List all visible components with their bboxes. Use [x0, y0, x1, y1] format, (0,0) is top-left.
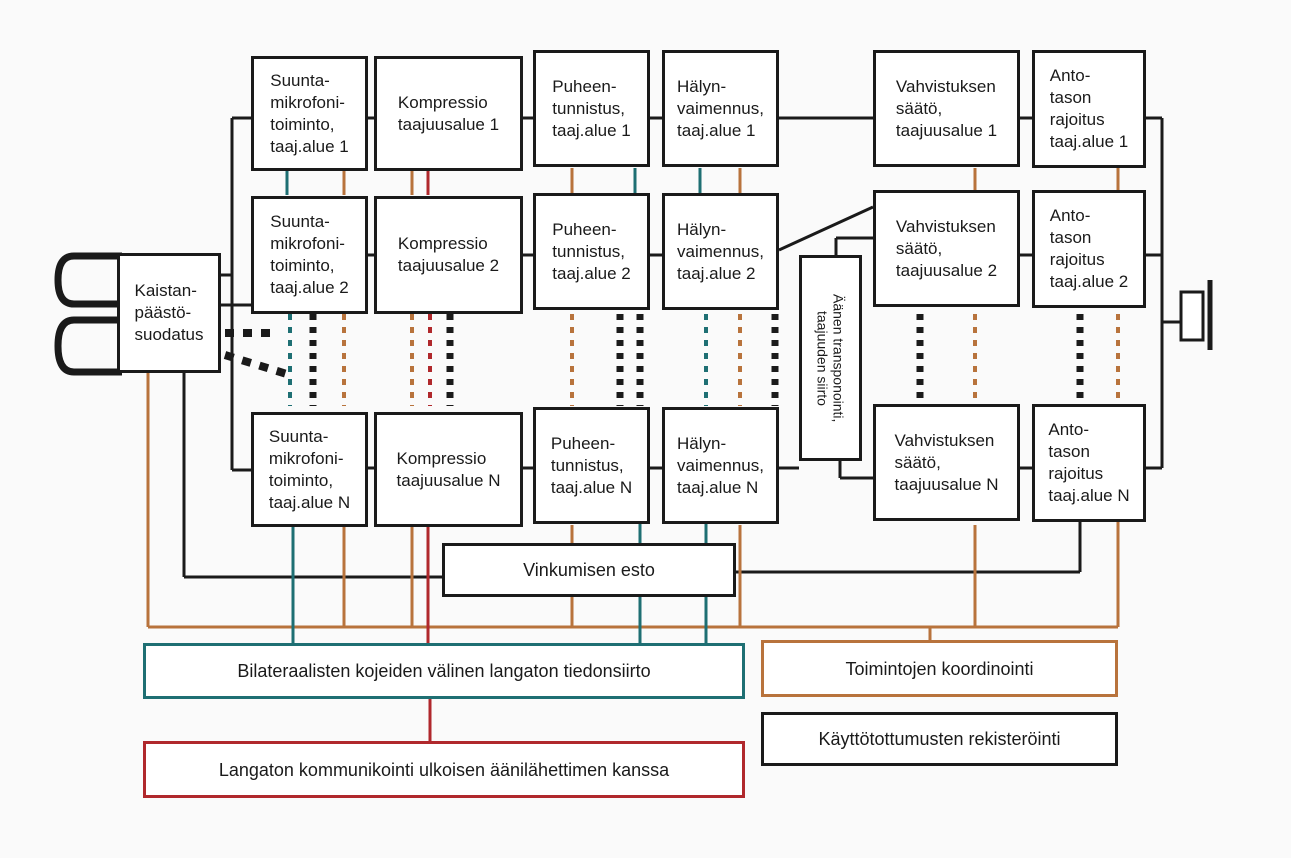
coordination-block: Toimintojen koordinointi: [761, 640, 1118, 697]
gain-control-band-n: Vahvistuksen säätö, taajuusalue N: [873, 404, 1020, 521]
datalogging-label: Käyttötottumusten rekisteröinti: [818, 729, 1061, 749]
compression-band-2-label: Kompressio taajuusalue 2: [397, 234, 500, 275]
output-limiter-band-1-label: Anto- tason rajoitus taaj.alue 1: [1049, 66, 1129, 151]
output-limiter-band-n: Anto- tason rajoitus taaj.alue N: [1032, 404, 1146, 522]
compression-band-n-label: Kompressio taajuusalue N: [396, 448, 501, 490]
processing-chain-link: [778, 205, 874, 252]
compression-band-2: Kompressio taajuusalue 2: [374, 196, 523, 314]
noise-reduction-band-2-label: Hälyn- vaimennus, taaj.alue 2: [677, 219, 764, 283]
output-limiter-band-1: Anto- tason rajoitus taaj.alue 1: [1032, 50, 1146, 168]
speech-detection-band-n-label: Puheen- tunnistus, taaj.alue N: [550, 433, 633, 497]
compression-band-1-label: Kompressio taajuusalue 1: [397, 92, 500, 134]
gain-control-band-2: Vahvistuksen säätö, taajuusalue 2: [873, 190, 1020, 307]
speech-detection-band-1: Puheen- tunnistus, taaj.alue 1: [533, 50, 650, 167]
feedback-cancellation-label: Vinkumisen esto: [523, 560, 655, 580]
directional-mic-band-2: Suunta- mikrofoni- toiminto, taaj.alue 2: [251, 196, 368, 314]
receiver-icon: [1179, 280, 1213, 350]
output-limiter-band-2-label: Anto- tason rajoitus taaj.alue 2: [1049, 206, 1129, 291]
directional-mic-band-n-label: Suunta- mikrofoni- toiminto, taaj.alue N: [268, 426, 351, 512]
speech-detection-band-2: Puheen- tunnistus, taaj.alue 2: [533, 193, 650, 310]
gain-control-band-n-label: Vahvistuksen säätö, taajuusalue N: [894, 430, 999, 494]
speech-detection-band-2-label: Puheen- tunnistus, taaj.alue 2: [552, 219, 631, 283]
speech-detection-band-n: Puheen- tunnistus, taaj.alue N: [533, 407, 650, 524]
gain-control-band-1-label: Vahvistuksen säätö, taajuusalue 1: [895, 76, 998, 140]
transposition-label: Äänen transponointi, taajuuden siirto: [814, 293, 847, 423]
gain-control-band-2-label: Vahvistuksen säätö, taajuusalue 2: [895, 216, 998, 280]
compression-band-1: Kompressio taajuusalue 1: [374, 56, 523, 171]
datalogging-block: Käyttötottumusten rekisteröinti: [761, 712, 1118, 766]
directional-mic-band-1: Suunta- mikrofoni- toiminto, taaj.alue 1: [251, 56, 368, 171]
transposition-block: Äänen transponointi, taajuuden siirto: [799, 255, 862, 461]
noise-reduction-band-n-label: Hälyn- vaimennus, taaj.alue N: [677, 433, 764, 497]
bilateral-wireless-label: Bilateraalisten kojeiden välinen langato…: [237, 661, 651, 681]
dotted-band-link: [223, 351, 292, 379]
feedback-cancellation-block: Vinkumisen esto: [442, 543, 736, 597]
coordination-label: Toimintojen koordinointi: [845, 658, 1034, 679]
output-limiter-band-2: Anto- tason rajoitus taaj.alue 2: [1032, 190, 1146, 308]
directional-mic-band-2-label: Suunta- mikrofoni- toiminto, taaj.alue 2: [270, 212, 349, 297]
speech-detection-band-1-label: Puheen- tunnistus, taaj.alue 1: [552, 76, 631, 140]
noise-reduction-band-n: Hälyn- vaimennus, taaj.alue N: [662, 407, 779, 524]
bilateral-wireless-block: Bilateraalisten kojeiden välinen langato…: [143, 643, 745, 699]
directional-mic-band-1-label: Suunta- mikrofoni- toiminto, taaj.alue 1: [270, 70, 349, 156]
directional-mic-band-n: Suunta- mikrofoni- toiminto, taaj.alue N: [251, 412, 368, 527]
external-wireless-block: Langaton kommunikointi ulkoisen äänilähe…: [143, 741, 745, 798]
noise-reduction-band-2: Hälyn- vaimennus, taaj.alue 2: [662, 193, 779, 310]
external-wireless-label: Langaton kommunikointi ulkoisen äänilähe…: [218, 759, 670, 780]
noise-reduction-band-1-label: Hälyn- vaimennus, taaj.alue 1: [677, 76, 764, 140]
bandpass-filter-block: Kaistan- päästö- suodatus: [117, 253, 221, 373]
noise-reduction-band-1: Hälyn- vaimennus, taaj.alue 1: [662, 50, 779, 167]
output-limiter-band-n-label: Anto- tason rajoitus taaj.alue N: [1048, 420, 1130, 505]
microphone-icon: [54, 252, 122, 376]
gain-control-band-1: Vahvistuksen säätö, taajuusalue 1: [873, 50, 1020, 167]
bandpass-filter-label: Kaistan- päästö- suodatus: [134, 281, 204, 344]
compression-band-n: Kompressio taajuusalue N: [374, 412, 523, 527]
